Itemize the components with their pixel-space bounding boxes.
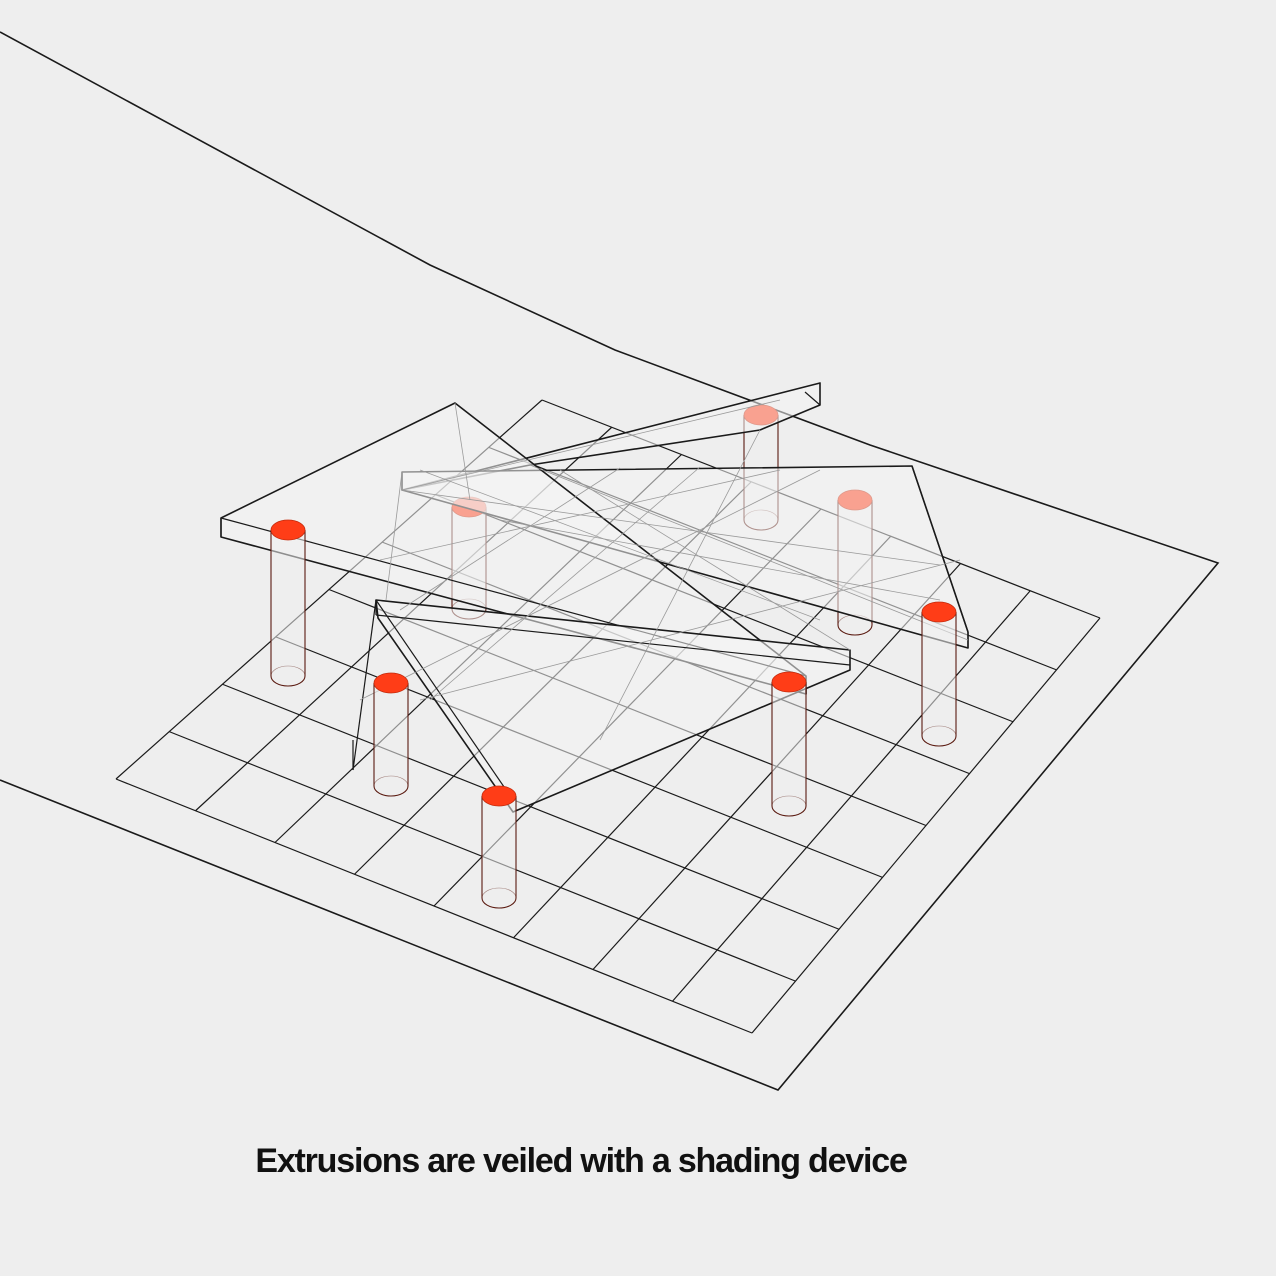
column-cap	[921, 601, 957, 623]
hidden-line	[529, 464, 969, 641]
column-body	[922, 612, 956, 746]
hidden-line	[419, 559, 961, 701]
front-columns	[270, 519, 957, 909]
hidden-line	[419, 469, 821, 621]
diagram-caption: Extrusions are veiled with a shading dev…	[255, 1142, 908, 1180]
hidden-line	[359, 469, 821, 701]
column-base	[481, 897, 517, 909]
hidden-line	[559, 469, 851, 651]
column-cap	[481, 785, 517, 807]
column-base	[771, 805, 807, 817]
column	[921, 601, 957, 747]
hidden-line	[454, 402, 471, 501]
panel-edge	[804, 391, 821, 406]
hidden-line	[599, 429, 761, 741]
column-body	[374, 683, 408, 796]
panel-edge	[911, 465, 969, 633]
canopy	[220, 382, 969, 813]
column-base-hidden	[270, 665, 306, 677]
hidden-line	[401, 489, 941, 566]
column-cap	[270, 519, 306, 541]
column	[270, 519, 306, 687]
column-base	[373, 785, 409, 797]
grid-line	[115, 778, 753, 1034]
column-base	[837, 624, 873, 636]
hidden-line	[401, 399, 781, 491]
column	[771, 671, 807, 817]
column-base-hidden	[771, 795, 807, 807]
column-body	[482, 796, 516, 908]
column	[481, 785, 517, 909]
hidden-line	[499, 519, 941, 601]
column-base-hidden	[481, 887, 517, 899]
hidden-line	[385, 471, 403, 601]
grid-line	[751, 617, 1101, 1034]
panel-edge	[375, 614, 851, 666]
panel-edge	[375, 599, 514, 801]
hidden-line	[379, 469, 781, 561]
grid-line	[222, 683, 840, 930]
column	[373, 672, 409, 797]
column-body	[271, 530, 305, 686]
column-base-hidden	[921, 725, 957, 737]
site-plane	[0, 31, 1220, 1091]
grid-line	[672, 590, 1031, 1002]
column-cap	[373, 672, 409, 694]
hidden-line	[399, 467, 621, 611]
column-base	[270, 675, 306, 687]
column-cap	[771, 671, 807, 693]
column-base-hidden	[373, 775, 409, 787]
column-body	[772, 682, 806, 816]
hidden-line	[429, 466, 701, 701]
panel-edge	[352, 599, 377, 771]
column-base	[921, 735, 957, 747]
